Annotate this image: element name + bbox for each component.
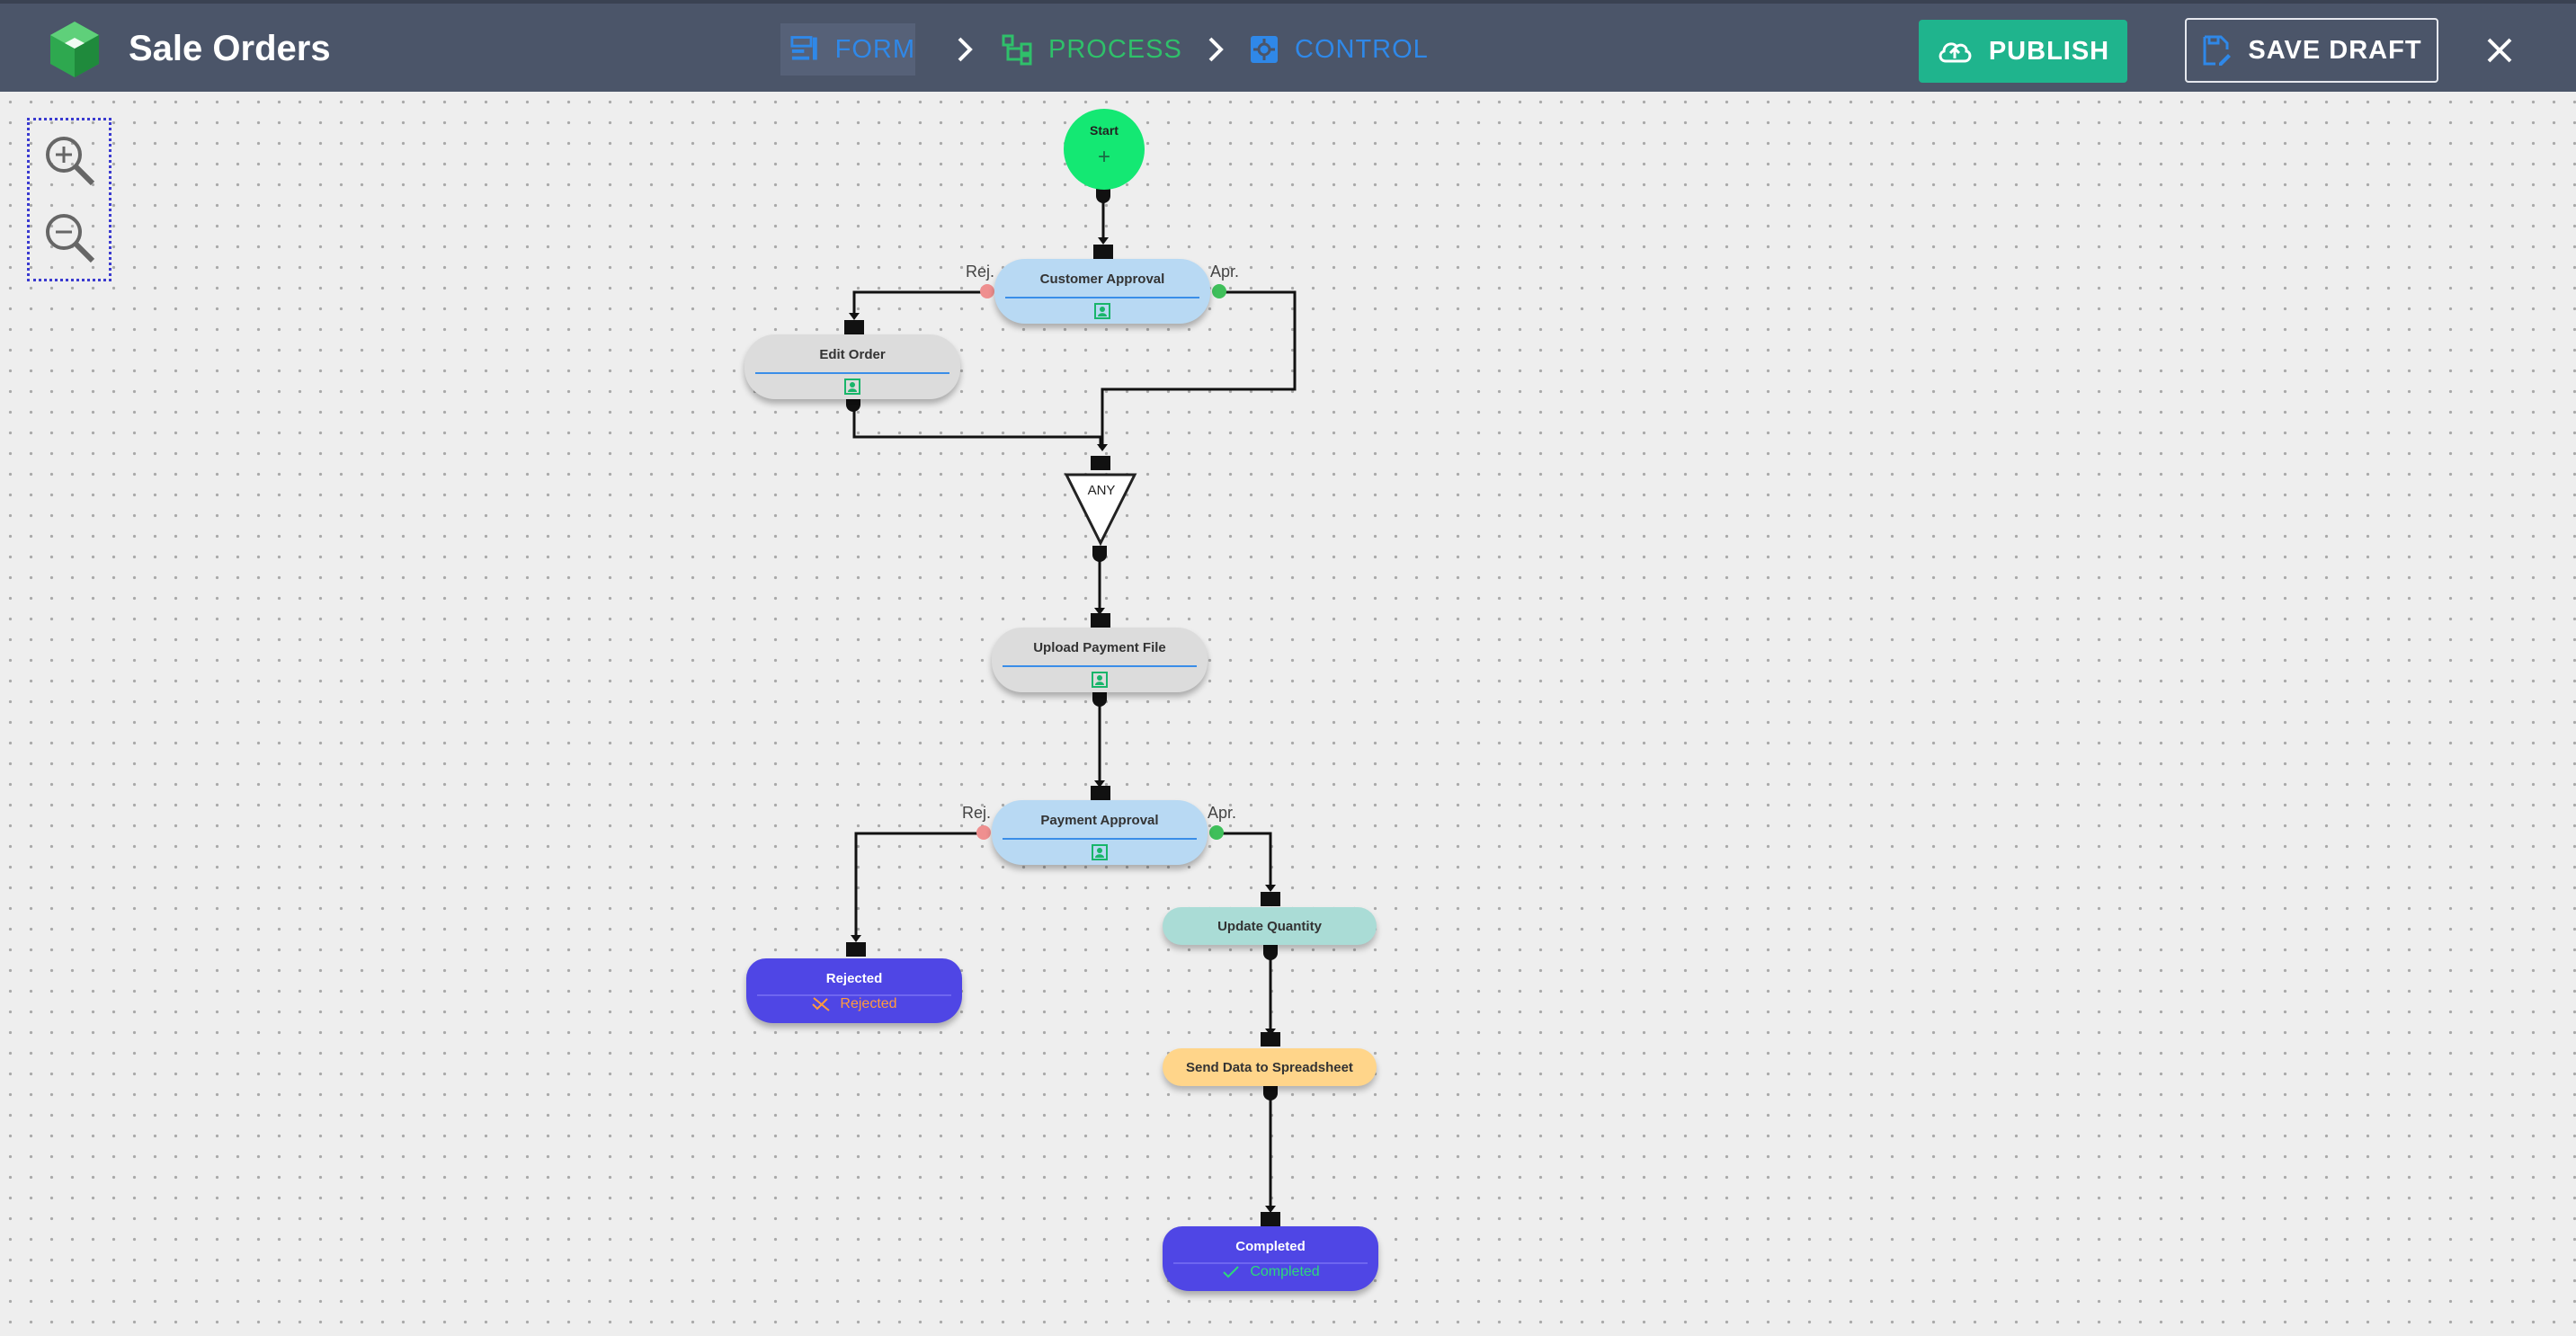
check-icon: [1223, 1266, 1240, 1278]
port-in: [846, 942, 866, 957]
port-out: [1096, 187, 1110, 203]
port-out: [846, 396, 860, 412]
approve-edge-label: Apr.: [1210, 263, 1240, 281]
approve-port: [1212, 284, 1226, 298]
node-title: Upload Payment File: [1033, 640, 1166, 655]
node-customer-approval[interactable]: Customer Approval: [994, 259, 1210, 324]
node-rejected[interactable]: Rejected Rejected: [746, 958, 962, 1023]
any-gateway-shape: [1064, 473, 1137, 547]
port-in: [1261, 1032, 1280, 1047]
save-draft-icon: [2203, 35, 2232, 66]
node-divider: [1003, 665, 1197, 667]
edge-payment-reject: [854, 832, 978, 939]
control-icon: [1251, 36, 1278, 63]
publish-button[interactable]: PUBLISH: [1919, 20, 2127, 83]
node-payment-approval[interactable]: Payment Approval: [992, 800, 1208, 865]
zoom-controls: [27, 118, 111, 281]
edge-customer-approve: [1101, 290, 1297, 448]
user-task-icon: [1092, 844, 1108, 860]
status-completed: Completed: [1163, 1264, 1378, 1280]
node-divider: [1005, 297, 1199, 298]
node-title: Completed: [1235, 1239, 1306, 1254]
step-form[interactable]: FORM: [780, 23, 915, 76]
node-title: Payment Approval: [1040, 813, 1159, 828]
process-icon: [1002, 34, 1032, 66]
start-label: Start: [1090, 123, 1119, 138]
zoom-in-icon[interactable]: [42, 133, 98, 189]
port-in: [1091, 786, 1110, 800]
port-out: [1263, 1084, 1278, 1100]
flow-canvas[interactable]: [0, 92, 2576, 1336]
node-divider: [1173, 1262, 1368, 1264]
reject-edge-label: Rej.: [962, 804, 992, 822]
reject-port: [980, 284, 994, 298]
page-title: Sale Orders: [129, 29, 331, 68]
port-in: [1261, 1212, 1280, 1226]
chevron-right-icon: [1208, 37, 1224, 62]
port-out: [1092, 690, 1107, 707]
node-edit-order[interactable]: Edit Order: [744, 334, 960, 399]
cloud-upload-icon: [1939, 42, 1972, 63]
node-completed[interactable]: Completed Completed: [1163, 1226, 1378, 1291]
node-title: Customer Approval: [1039, 272, 1165, 287]
node-divider: [757, 994, 951, 996]
step-process[interactable]: PROCESS: [1002, 23, 1182, 76]
port-in: [1091, 456, 1110, 470]
approve-port: [1209, 825, 1224, 840]
app-logo-icon: [50, 22, 99, 77]
step-process-label: PROCESS: [1048, 34, 1182, 64]
node-update-quantity[interactable]: Update Quantity: [1163, 907, 1377, 945]
zoom-out-icon[interactable]: [42, 210, 98, 266]
reject-edge-label: Rej.: [966, 263, 995, 281]
user-task-icon: [1094, 303, 1110, 319]
edge-customer-reject: [852, 290, 982, 316]
save-draft-label: SAVE DRAFT: [2248, 35, 2422, 65]
node-title: Rejected: [825, 971, 883, 986]
port-in: [1261, 892, 1280, 906]
chevron-right-icon: [958, 37, 973, 62]
node-send-data-to-spreadsheet[interactable]: Send Data to Spreadsheet: [1163, 1048, 1377, 1086]
port-out: [1263, 944, 1278, 960]
status-rejected-label: Rejected: [840, 996, 897, 1011]
edge-edit-order-any: [852, 409, 1102, 448]
port-in: [1093, 245, 1113, 259]
step-control-label: CONTROL: [1295, 34, 1429, 64]
publish-label: PUBLISH: [1988, 36, 2110, 66]
top-bar: Sale Orders FORM PROCESS CONTROL PUBLISH…: [0, 0, 2576, 92]
close-icon: [2487, 38, 2512, 63]
any-gateway-label: ANY: [1087, 483, 1116, 498]
port-out: [1092, 546, 1107, 562]
port-in: [844, 320, 864, 334]
start-node[interactable]: Start +: [1064, 109, 1145, 190]
node-upload-payment-file[interactable]: Upload Payment File: [992, 628, 1208, 692]
node-divider: [1003, 838, 1197, 840]
add-icon[interactable]: +: [1097, 145, 1110, 169]
save-draft-button[interactable]: SAVE DRAFT: [2185, 18, 2438, 83]
node-title: Send Data to Spreadsheet: [1186, 1059, 1353, 1075]
rejected-icon: [812, 997, 831, 1011]
user-task-icon: [844, 379, 860, 395]
step-control[interactable]: CONTROL: [1248, 23, 1429, 76]
node-divider: [755, 372, 949, 374]
step-form-label: FORM: [834, 34, 915, 64]
edge-payment-approve: [1220, 832, 1272, 888]
reject-port: [976, 825, 991, 840]
close-button[interactable]: [2473, 20, 2527, 81]
status-rejected: Rejected: [746, 996, 962, 1012]
node-title: Edit Order: [819, 347, 886, 362]
form-icon: [790, 36, 817, 60]
approve-edge-label: Apr.: [1208, 804, 1237, 822]
user-task-icon: [1092, 672, 1108, 688]
node-title: Update Quantity: [1217, 918, 1322, 934]
status-completed-label: Completed: [1250, 1264, 1320, 1279]
port-in: [1091, 613, 1110, 628]
